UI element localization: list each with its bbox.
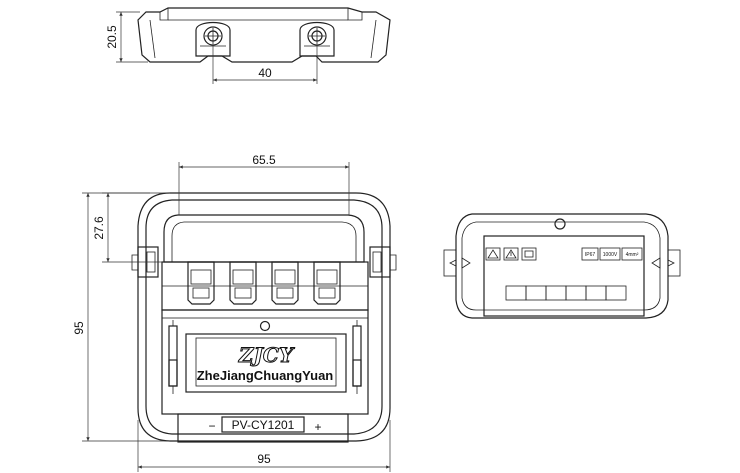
side-view-clip-left xyxy=(443,249,471,277)
side-mounting-hole xyxy=(554,218,566,230)
mounting-hole xyxy=(259,320,271,332)
dim-front-inner-width: 65.5 xyxy=(252,153,276,167)
voltage-rating: 1000V xyxy=(603,252,618,258)
top-view: 20.5 40 xyxy=(105,7,391,84)
plus-sign: + xyxy=(314,420,321,434)
dim-front-width: 95 xyxy=(257,452,271,466)
brand-logo: ZJCY xyxy=(238,343,295,367)
side-label-panel xyxy=(483,235,645,317)
terminal-clamp-3 xyxy=(271,261,299,305)
bypass-diode-right xyxy=(352,320,362,394)
bypass-diode-left xyxy=(168,320,178,394)
side-view: IP67 1000V 4mm² xyxy=(443,213,681,319)
double-insulation-icon xyxy=(524,250,534,258)
side-view-clip-right xyxy=(651,249,681,277)
terminal-clamp-1 xyxy=(187,261,215,305)
front-view: ZJCY ZheJiangChuangYuan − PV-CY1201 + 65… xyxy=(72,153,397,472)
manufacturer-name: ZheJiangChuangYuan xyxy=(197,368,334,383)
terminal-clamp-4 xyxy=(313,261,341,305)
dim-top-spacing: 40 xyxy=(258,66,272,80)
wire-size: 4mm² xyxy=(626,252,639,258)
ip-rating: IP67 xyxy=(585,252,596,258)
dim-front-height: 95 xyxy=(72,321,86,335)
dim-front-top-offset: 27.6 xyxy=(92,216,106,240)
minus-sign: − xyxy=(208,419,215,433)
terminal-clamp-2 xyxy=(229,261,257,305)
model-number: PV-CY1201 xyxy=(232,418,295,432)
warning-triangle-icon xyxy=(487,249,499,259)
side-clip-right xyxy=(369,246,397,278)
dim-top-height: 20.5 xyxy=(105,25,119,49)
hazard-triangle-icon xyxy=(505,249,517,259)
